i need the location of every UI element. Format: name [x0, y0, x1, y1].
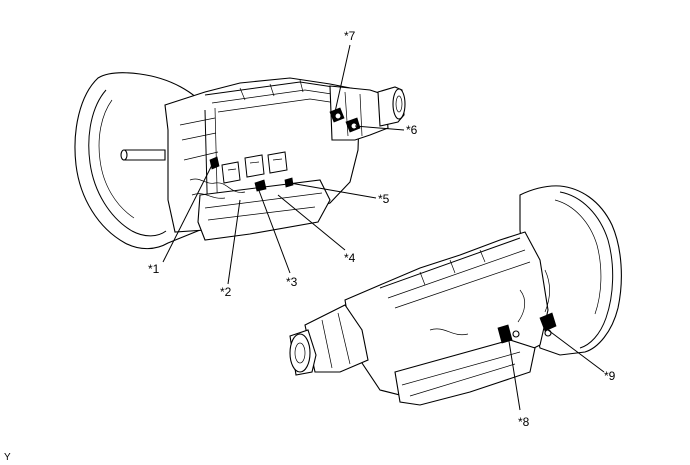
leader-8	[507, 334, 521, 411]
left-solenoid-5	[284, 177, 294, 188]
left-transmission	[74, 72, 406, 250]
right-extension-housing	[304, 304, 369, 373]
right-sensor-9	[539, 312, 557, 332]
leader-3	[257, 187, 291, 274]
leader-lines	[162, 44, 605, 411]
callout-label-3: *3	[286, 275, 298, 289]
leader-4	[277, 194, 346, 251]
leader-9	[547, 329, 605, 373]
callout-label-1: *1	[148, 262, 160, 276]
left-bell-rim	[88, 89, 167, 237]
callout-label-6: *6	[406, 123, 418, 137]
leader-5	[289, 182, 377, 199]
callout-label-5: *5	[378, 192, 390, 206]
right-oil-pan	[394, 339, 536, 406]
callout-label-7: *7	[344, 29, 356, 43]
left-oil-pan	[197, 179, 331, 241]
leader-6	[354, 125, 405, 131]
leader-7	[334, 44, 351, 113]
callout-label-8: *8	[518, 415, 530, 429]
callout-label-9: *9	[604, 369, 616, 383]
callout-label-2: *2	[220, 285, 232, 299]
left-extension-housing	[329, 85, 389, 141]
left-input-shaft	[123, 149, 166, 161]
callout-label-4: *4	[344, 251, 356, 265]
leader-2	[227, 199, 241, 285]
right-transmission	[289, 185, 622, 406]
figure-code: Y	[4, 452, 11, 463]
leader-1	[162, 164, 213, 263]
